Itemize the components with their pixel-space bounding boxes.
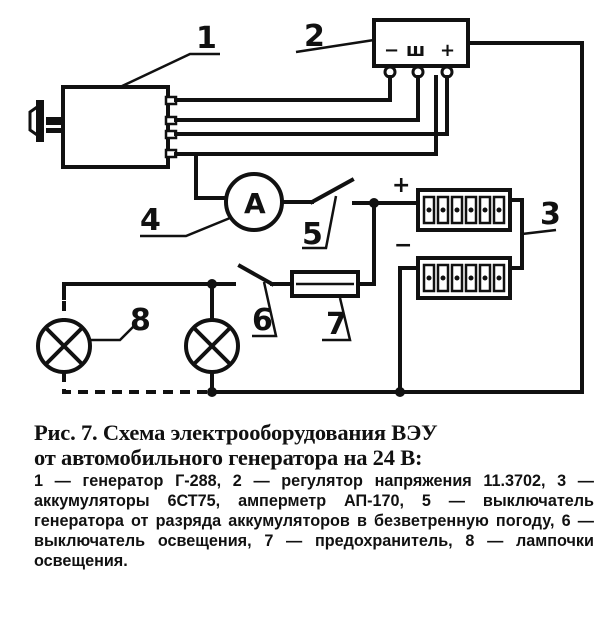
- label-1: 1: [196, 21, 217, 56]
- label-5: 5: [302, 217, 323, 252]
- callout-6: 6: [252, 281, 278, 338]
- label-7: 7: [326, 307, 347, 342]
- callout-8: 8: [90, 303, 151, 342]
- battery-minus-sign: −: [394, 233, 412, 258]
- generator: [28, 85, 178, 169]
- regulator-terminal-minus: −: [384, 40, 399, 61]
- figure-caption: Рис. 7. Схема электрооборудования ВЭУ от…: [34, 420, 594, 571]
- lamp-left: [36, 284, 212, 394]
- callout-1: 1: [119, 21, 220, 89]
- callout-3: 3: [521, 197, 561, 236]
- label-3: 3: [540, 197, 561, 232]
- caption-title-line1: Рис. 7. Схема электрооборудования ВЭУ: [34, 420, 438, 445]
- caption-title-line2: от автомобильного генератора на 24 В:: [34, 445, 423, 470]
- callout-7: 7: [322, 297, 352, 342]
- callout-5: 5: [302, 195, 338, 252]
- label-8: 8: [130, 303, 151, 338]
- callout-4: 4: [140, 203, 231, 238]
- voltage-regulator: − ш +: [372, 18, 470, 79]
- label-2: 2: [304, 19, 325, 54]
- battery-plus-sign: +: [392, 173, 410, 198]
- wire-battery-minus: [398, 266, 420, 394]
- callout-2: 2: [295, 19, 375, 54]
- wiring-diagram: − ш + A: [28, 18, 584, 397]
- regulator-terminal-shunt: ш: [406, 40, 425, 61]
- label-4: 4: [140, 203, 161, 238]
- lamp-right: [184, 282, 240, 394]
- ammeter: A: [174, 152, 314, 232]
- wires-generator-regulator: [174, 41, 584, 394]
- caption-body: 1 — генератор Г-288, 2 — регулятор напря…: [34, 472, 594, 570]
- label-6: 6: [252, 303, 273, 338]
- battery-upper: [416, 188, 512, 232]
- light-switch: [62, 263, 294, 300]
- battery-lower: [416, 256, 512, 300]
- regulator-terminal-plus: +: [440, 40, 455, 61]
- ammeter-symbol: A: [244, 187, 266, 220]
